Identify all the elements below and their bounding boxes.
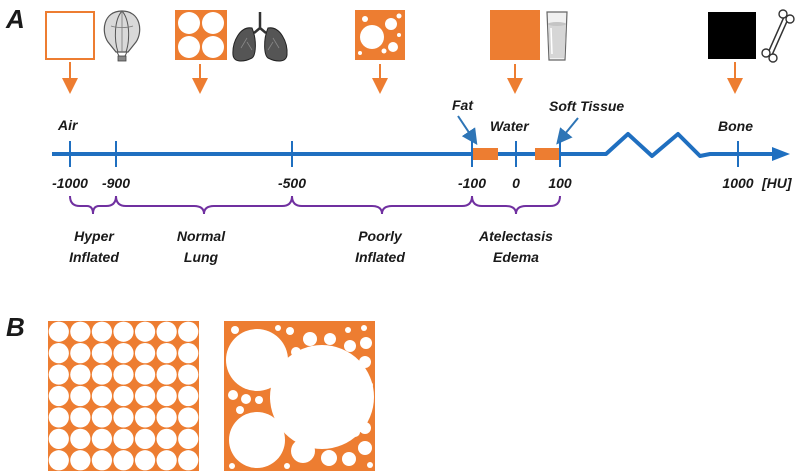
bubble bbox=[113, 343, 134, 364]
soft-tissue-range-bar bbox=[535, 148, 559, 160]
label-fat: Fat bbox=[452, 97, 474, 113]
range-normal-line2: Lung bbox=[184, 249, 219, 265]
bubble bbox=[70, 385, 91, 407]
bubble bbox=[48, 450, 69, 471]
range-atelectasis-line1: Atelectasis bbox=[478, 228, 553, 244]
bubble bbox=[70, 343, 91, 364]
brace-hyper bbox=[69, 195, 117, 215]
bubble bbox=[113, 385, 134, 407]
water-glass-icon bbox=[546, 11, 568, 61]
panel-a-label: A bbox=[5, 4, 25, 34]
bubble bbox=[70, 321, 91, 342]
panel-b-label: B bbox=[6, 312, 25, 342]
tick-label: 1000 bbox=[722, 175, 753, 191]
bubble bbox=[134, 450, 156, 471]
bubble bbox=[113, 407, 134, 428]
bubble bbox=[134, 321, 156, 342]
bubble bbox=[91, 385, 113, 407]
bubble bbox=[113, 364, 134, 385]
bubble bbox=[178, 343, 199, 364]
uniform-bubbles-square bbox=[48, 321, 199, 471]
sparse-bubbles-square-icon bbox=[355, 10, 405, 60]
tick-label: -100 bbox=[458, 175, 486, 191]
bubble bbox=[48, 321, 69, 342]
tick-label: -900 bbox=[102, 175, 130, 191]
bubble bbox=[178, 321, 199, 342]
label-water: Water bbox=[490, 118, 530, 134]
label-soft-tissue: Soft Tissue bbox=[549, 98, 624, 114]
bubble bbox=[91, 407, 113, 428]
brace-atelectasis bbox=[471, 195, 561, 215]
solid-orange-square-icon bbox=[490, 10, 540, 60]
bubble bbox=[70, 407, 91, 428]
four-circles-square-icon bbox=[175, 10, 227, 60]
bubble bbox=[156, 364, 177, 385]
bubble bbox=[178, 450, 199, 471]
bubble bbox=[156, 321, 177, 342]
axis-unit: [HU] bbox=[761, 175, 793, 191]
bubble bbox=[134, 364, 156, 385]
bubble bbox=[178, 364, 199, 385]
bubble bbox=[156, 407, 177, 428]
range-braces bbox=[69, 195, 561, 215]
bubble bbox=[70, 450, 91, 471]
irregular-bubbles-square bbox=[224, 321, 375, 471]
tick-label: -500 bbox=[278, 175, 306, 191]
range-atelectasis-line2: Edema bbox=[493, 249, 539, 265]
bubble bbox=[91, 321, 113, 342]
bubble bbox=[156, 450, 177, 471]
hollow-square-icon bbox=[45, 11, 95, 60]
bubble bbox=[48, 364, 69, 385]
bubble bbox=[156, 428, 177, 449]
bone-icon bbox=[761, 9, 795, 63]
axis-ticks bbox=[69, 141, 739, 167]
bubble bbox=[48, 407, 69, 428]
range-normal-line1: Normal bbox=[177, 228, 226, 244]
bubble bbox=[178, 407, 199, 428]
bubble bbox=[70, 364, 91, 385]
bubble bbox=[91, 428, 113, 449]
tick-label: -1000 bbox=[52, 175, 88, 191]
range-poorly-line2: Inflated bbox=[355, 249, 405, 265]
bubble bbox=[113, 428, 134, 449]
bubble bbox=[134, 428, 156, 449]
bubble bbox=[48, 428, 69, 449]
bubble bbox=[91, 364, 113, 385]
bubble bbox=[48, 385, 69, 407]
hot-air-balloon-icon bbox=[103, 10, 141, 62]
range-hyper-line1: Hyper bbox=[74, 228, 115, 244]
bubble bbox=[178, 385, 199, 407]
label-bone: Bone bbox=[718, 118, 753, 134]
lungs-icon bbox=[232, 12, 288, 62]
bubble bbox=[91, 450, 113, 471]
bubble bbox=[134, 385, 156, 407]
range-hyper-line2: Inflated bbox=[69, 249, 119, 265]
hu-axis bbox=[52, 132, 790, 161]
black-square-icon bbox=[708, 12, 756, 59]
range-poorly-line1: Poorly bbox=[358, 228, 403, 244]
tick-label: 0 bbox=[512, 175, 520, 191]
brace-poorly bbox=[291, 195, 473, 215]
bubble bbox=[134, 343, 156, 364]
fat-range-bar bbox=[472, 148, 498, 160]
bubble bbox=[156, 343, 177, 364]
bubble bbox=[70, 428, 91, 449]
label-air: Air bbox=[57, 117, 79, 133]
bubble bbox=[91, 343, 113, 364]
bubble bbox=[48, 343, 69, 364]
tick-label: 100 bbox=[548, 175, 572, 191]
brace-normal bbox=[115, 195, 293, 215]
bubble bbox=[113, 321, 134, 342]
soft-tissue-arrow bbox=[556, 117, 579, 145]
bubble bbox=[134, 407, 156, 428]
fat-arrow bbox=[457, 115, 478, 145]
bubble bbox=[156, 385, 177, 407]
bubble bbox=[178, 428, 199, 449]
bubble bbox=[113, 450, 134, 471]
